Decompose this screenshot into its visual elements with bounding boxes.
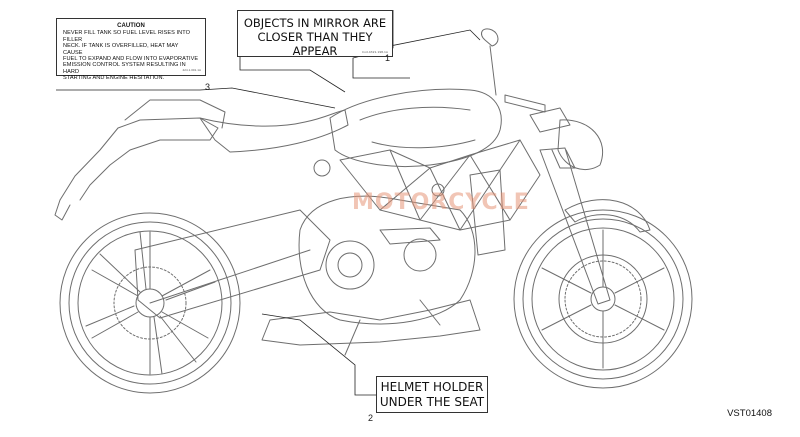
leader-line-2: [261, 313, 376, 396]
headlight: [557, 119, 604, 170]
leader-line-3: [56, 87, 336, 109]
caution-line: EMISSION CONTROL SYSTEM RESULTING IN HAR…: [63, 62, 186, 75]
caution-code: 424.1.001.1A: [182, 67, 201, 72]
engine: [298, 195, 476, 325]
rear-wheel: [59, 212, 241, 394]
helmet-line-2: UNDER THE SEAT: [379, 395, 485, 409]
caution-title: CAUTION: [117, 23, 145, 29]
fuel-tank: [329, 88, 502, 167]
mirror-code: Cod.4321.198.1A: [361, 50, 388, 54]
reference-code: VST01408: [727, 408, 772, 419]
front-fender: [564, 199, 651, 233]
swingarm: [134, 209, 331, 319]
helmet-holder-decal: HELMET HOLDER UNDER THE SEAT: [376, 376, 488, 413]
front-fork: [539, 147, 611, 305]
radiator: [469, 169, 506, 256]
front-wheel: [513, 209, 693, 389]
mirror-line-1: OBJECTS IN MIRROR ARE: [243, 16, 387, 30]
callout-number-3: 3: [205, 82, 211, 92]
caution-line: FUEL TO EXPAND AND FLOW INTO EVAPORATIVE: [63, 56, 199, 63]
caution-line: NEVER FILL TANK SO FUEL LEVEL RISES INTO…: [63, 30, 190, 43]
mirror: [481, 28, 499, 96]
leader-line-1: [352, 10, 481, 79]
caution-line: NECK. IF TANK IS OVERFILLED, HEAT MAY CA…: [63, 43, 179, 56]
callout-number-2: 2: [368, 413, 374, 423]
mirror-line-2: CLOSER THAN THEY APPEAR: [257, 30, 373, 58]
callout-number-1: 1: [385, 53, 391, 63]
seat: [199, 109, 349, 153]
watermark: MOTORCYCLE: [352, 190, 530, 215]
handlebar: [504, 94, 546, 113]
mirror-decal: OBJECTS IN MIRROR ARE CLOSER THAN THEY A…: [237, 10, 393, 58]
caution-line: STARTING AND ENGINE HESITATION.: [63, 75, 165, 82]
trellis-frame: [339, 139, 541, 231]
exhaust: [261, 299, 481, 346]
caution-decal: CAUTION NEVER FILL TANK SO FUEL LEVEL RI…: [56, 18, 206, 81]
helmet-line-1: HELMET HOLDER: [380, 380, 484, 394]
tail-section: [59, 117, 219, 201]
